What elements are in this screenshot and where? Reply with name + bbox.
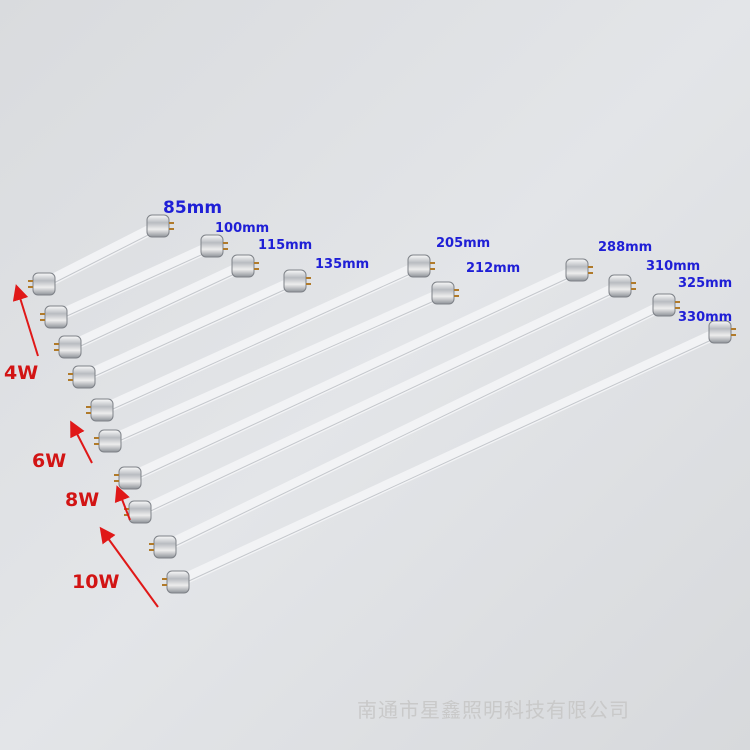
length-label-100mm: 100mm [215, 221, 270, 236]
glass-tube [124, 264, 583, 484]
lamp-tube [86, 254, 435, 422]
red-arrow [70, 420, 93, 464]
left-end-cap [90, 398, 114, 422]
tube-shadow-edge [129, 273, 578, 483]
right-end-cap [431, 281, 455, 305]
tube-shadow-edge [109, 296, 444, 446]
left-end-cap [118, 466, 142, 490]
glass-tube [96, 260, 425, 416]
red-arrow [99, 526, 159, 608]
right-end-cap [708, 320, 732, 344]
glass-tube [64, 260, 249, 353]
tube-shadow-edge [69, 269, 244, 352]
length-label-85mm: 85mm [163, 198, 223, 218]
lamp-tube [28, 214, 174, 296]
tube-shadow-edge [164, 308, 665, 552]
glass-tube [134, 280, 626, 518]
glass-tube [38, 220, 164, 290]
lamp-tube [149, 293, 680, 559]
right-end-cap [407, 254, 431, 278]
wattage-label-10w: 10W [72, 571, 120, 593]
red-arrow [114, 485, 131, 521]
wattage-arrows [12, 284, 159, 608]
left-end-cap [166, 570, 190, 594]
wattage-label-8w: 8W [65, 489, 100, 511]
right-end-cap [283, 269, 307, 293]
right-end-cap [608, 274, 632, 298]
right-end-cap [146, 214, 170, 238]
wattage-label-4w: 4W [4, 362, 39, 384]
left-end-cap [58, 335, 82, 359]
glass-tube [104, 287, 449, 447]
tube-shadow-edge [101, 269, 420, 415]
length-label-310mm: 310mm [646, 259, 701, 274]
lamp-tube [68, 269, 311, 389]
lamp-tube [94, 281, 459, 453]
left-end-cap [32, 272, 56, 296]
left-end-cap [153, 535, 177, 559]
length-label-288mm: 288mm [598, 240, 653, 255]
length-label-330mm: 330mm [678, 310, 733, 325]
length-label-135mm: 135mm [315, 257, 370, 272]
tube-shadow-edge [43, 229, 159, 289]
left-end-cap [44, 305, 68, 329]
length-label-205mm: 205mm [436, 236, 491, 251]
left-end-cap [98, 429, 122, 453]
lamp-tube [124, 274, 636, 524]
length-label-212mm: 212mm [466, 261, 521, 276]
glass-tube [50, 240, 218, 323]
left-end-cap [72, 365, 96, 389]
red-arrow [12, 284, 39, 357]
glass-tube [172, 326, 726, 588]
right-end-cap [231, 254, 255, 278]
length-label-325mm: 325mm [678, 276, 733, 291]
lamp-tube [162, 320, 736, 594]
wattage-label-6w: 6W [32, 450, 67, 472]
tube-shadow-edge [55, 249, 213, 322]
glass-tube [159, 299, 670, 553]
tube-shadow-edge [177, 335, 721, 587]
tube-shadow-edge [139, 289, 621, 517]
lamp-tube [40, 234, 228, 329]
right-end-cap [200, 234, 224, 258]
lamp-tubes [28, 214, 736, 594]
tube-shadow-edge [83, 284, 296, 382]
glass-tube [78, 275, 301, 383]
lamp-tube [54, 254, 259, 359]
length-label-115mm: 115mm [258, 238, 313, 253]
lamp-tube [114, 258, 593, 490]
left-end-cap [128, 500, 152, 524]
right-end-cap [652, 293, 676, 317]
right-end-cap [565, 258, 589, 282]
company-watermark: 南通市星鑫照明科技有限公司 [357, 698, 630, 722]
